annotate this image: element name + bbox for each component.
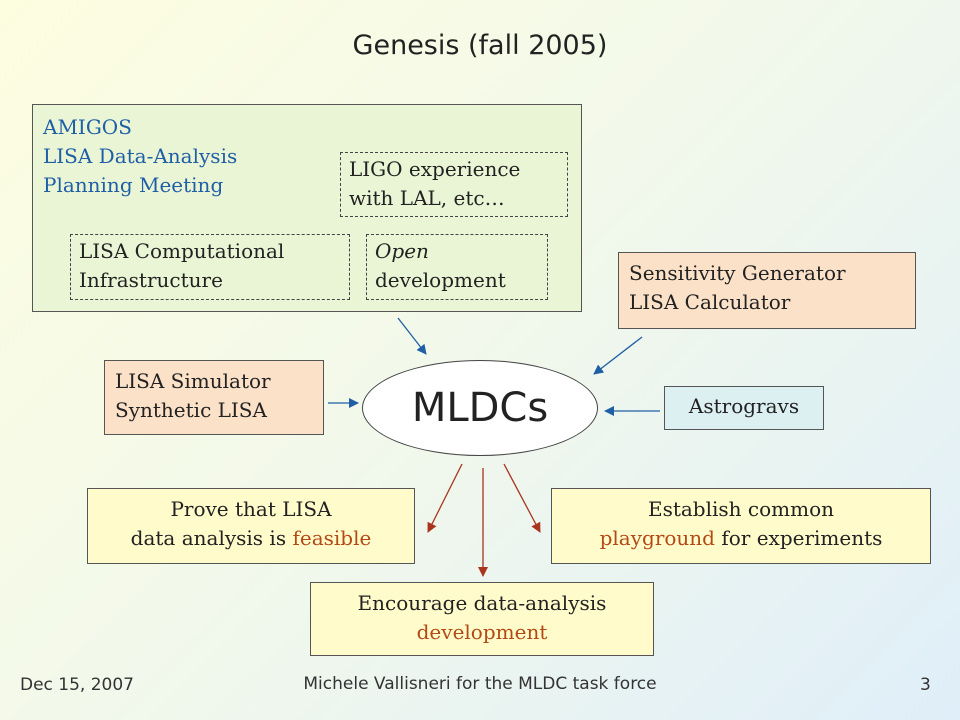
- prove-highlight: feasible: [292, 526, 372, 550]
- mldcs-label: MLDCs: [411, 385, 549, 431]
- astrogravs-label: Astrogravs: [688, 394, 800, 418]
- sensitivity-generator-box: Sensitivity Generator LISA Calculator: [618, 252, 916, 329]
- encourage-highlight: development: [416, 620, 548, 644]
- arrow-sensitivity-to-mldcs: [593, 336, 643, 375]
- arrow-mldcs-to-prove: [427, 463, 463, 533]
- prove-line-2: data analysis is feasible: [98, 524, 404, 553]
- prove-line-1: Prove that LISA: [170, 497, 332, 521]
- sensitivity-line-1: Sensitivity Generator: [629, 261, 846, 285]
- prove-line-2-prefix: data analysis is: [130, 526, 293, 550]
- footer-page-number: 3: [920, 675, 931, 695]
- amigos-line-1: AMIGOS: [43, 115, 132, 139]
- establish-line-1: Establish common: [647, 497, 834, 521]
- open-development-box: Open development: [366, 234, 548, 300]
- amigos-line-3: Planning Meeting: [43, 173, 224, 197]
- establish-highlight: playground: [599, 526, 715, 550]
- lisa-computational-box: LISA Computational Infrastructure: [70, 234, 350, 300]
- establish-line-2: playground for experiments: [562, 524, 920, 553]
- slide-title: Genesis (fall 2005): [352, 30, 608, 61]
- simulator-line-2: Synthetic LISA: [115, 398, 267, 422]
- lisa-simulator-box: LISA Simulator Synthetic LISA: [104, 360, 324, 435]
- arrow-amigos-to-mldcs: [397, 317, 427, 355]
- astrogravs-box: Astrogravs: [664, 386, 824, 430]
- arrow-mldcs-to-establish: [503, 463, 541, 533]
- ligo-line-2: with LAL, etc…: [349, 186, 505, 210]
- amigos-line-2: LISA Data-Analysis: [43, 144, 238, 168]
- lisa-comp-line-2: Infrastructure: [79, 268, 223, 292]
- sensitivity-line-2: LISA Calculator: [629, 290, 791, 314]
- open-dev-line-1: Open: [375, 239, 429, 263]
- ligo-experience-box: LIGO experience with LAL, etc…: [340, 152, 568, 217]
- mldcs-node: MLDCs: [362, 360, 598, 456]
- amigos-box: AMIGOS LISA Data-Analysis Planning Meeti…: [32, 104, 582, 312]
- prove-feasible-box: Prove that LISA data analysis is feasibl…: [87, 488, 415, 564]
- establish-line-2-suffix: for experiments: [714, 526, 883, 550]
- simulator-line-1: LISA Simulator: [115, 369, 271, 393]
- establish-playground-box: Establish common playground for experime…: [551, 488, 931, 564]
- lisa-comp-line-1: LISA Computational: [79, 239, 285, 263]
- ligo-line-1: LIGO experience: [349, 157, 521, 181]
- open-dev-line-2: development: [375, 268, 506, 292]
- footer-date: Dec 15, 2007: [20, 675, 135, 695]
- footer-author: Michele Vallisneri for the MLDC task for…: [303, 674, 657, 694]
- encourage-line-1: Encourage data-analysis: [357, 591, 607, 615]
- encourage-development-box: Encourage data-analysis development: [310, 582, 654, 656]
